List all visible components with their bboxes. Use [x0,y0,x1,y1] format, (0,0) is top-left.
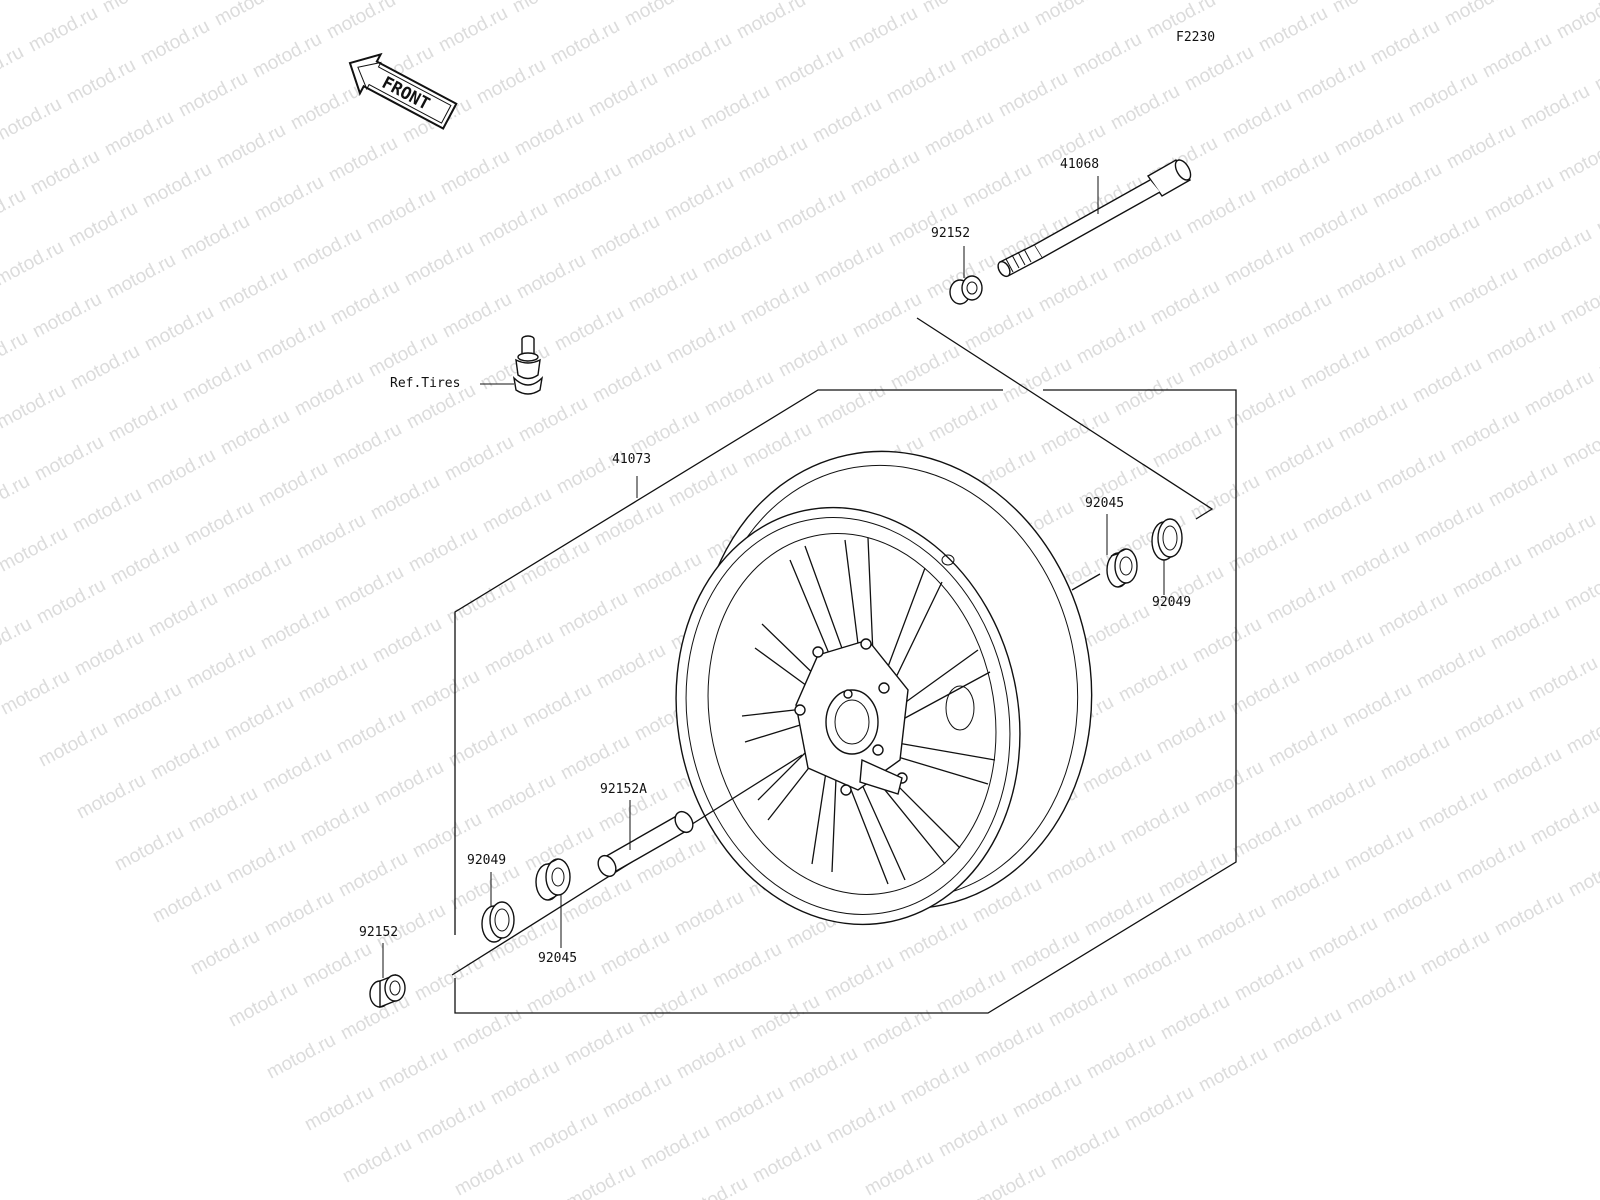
bearing-left-part[interactable] [535,858,571,948]
spacer-part[interactable] [595,800,697,880]
part-label-41073[interactable]: 41073 [612,452,652,467]
axle-part[interactable] [996,157,1194,278]
front-arrow-icon: FRONT [348,52,458,130]
part-label-92152-bottom[interactable]: 92152 [359,925,399,940]
diagram-code: F2230 [1176,30,1216,45]
part-label-92152-top[interactable]: 92152 [931,226,971,241]
part-label-41068[interactable]: 41068 [1060,157,1100,172]
axis-line-right [1071,573,1101,591]
part-label-92049-left[interactable]: 92049 [467,853,507,868]
wheel-part[interactable] [638,414,1134,956]
part-label-92045-right[interactable]: 92045 [1085,496,1125,511]
part-label-92049-right[interactable]: 92049 [1152,595,1192,610]
part-label-92152a[interactable]: 92152A [600,782,647,797]
seal-right-part[interactable] [1151,518,1183,595]
seal-left-part[interactable] [481,872,515,943]
bearing-right-part[interactable] [1106,514,1138,588]
collar-bottom-part[interactable] [369,943,406,1009]
assembly-outline [454,389,1003,935]
part-label-92045-left[interactable]: 92045 [538,951,578,966]
tire-valve-part[interactable] [480,335,544,395]
ref-tires-label[interactable]: Ref.Tires [390,376,461,391]
collar-top-part[interactable] [949,246,983,305]
